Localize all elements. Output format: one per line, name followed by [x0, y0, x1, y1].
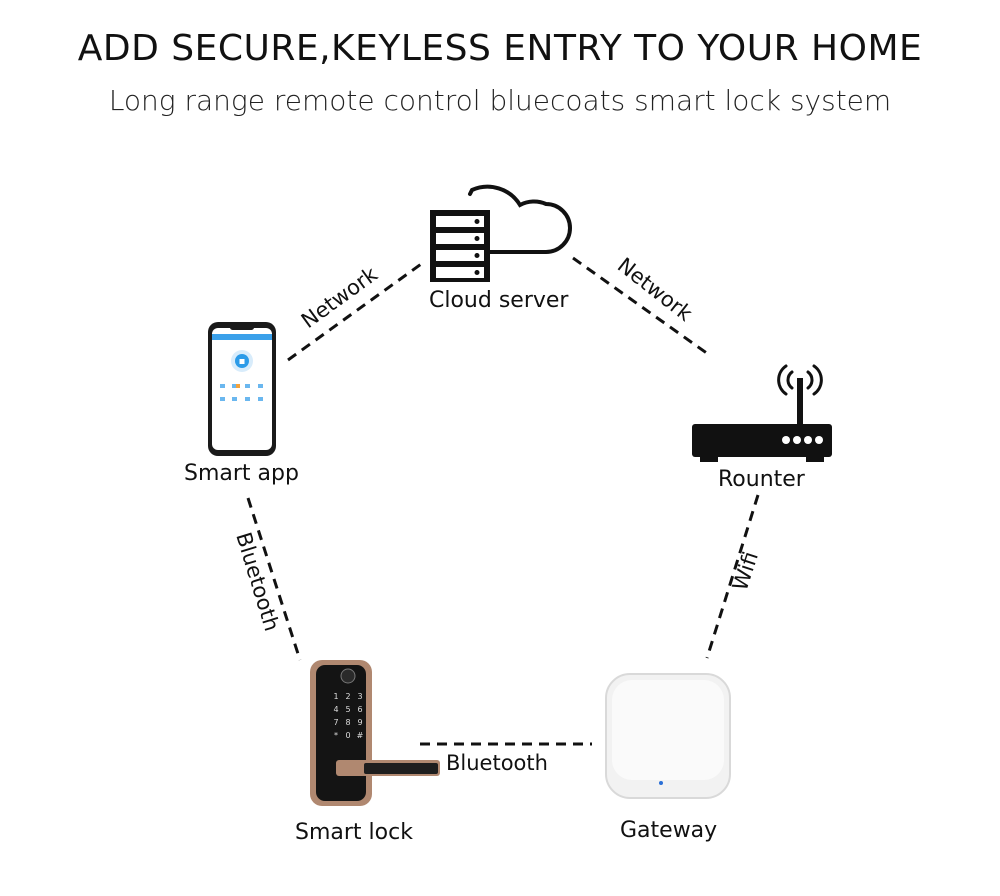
- link-label-lock-gateway: Bluetooth: [446, 751, 548, 775]
- svg-text:1: 1: [333, 692, 338, 701]
- link-app-cloud: [287, 260, 425, 362]
- svg-text:2: 2: [345, 692, 350, 701]
- link-router-gateway: [705, 494, 760, 659]
- svg-text:9: 9: [357, 718, 362, 727]
- link-cloud-router: [572, 256, 709, 356]
- svg-text:6: 6: [357, 705, 362, 714]
- svg-text:8: 8: [345, 718, 350, 727]
- gateway-icon: [605, 673, 731, 799]
- smartphone-icon: [208, 322, 276, 456]
- cloud-server-icon: [430, 184, 572, 282]
- label-cloud-server: Cloud server: [429, 288, 569, 313]
- label-router: Rounter: [718, 467, 805, 492]
- svg-text:#: #: [357, 731, 364, 740]
- router-icon: [692, 364, 832, 462]
- link-label-app-cloud: Network: [297, 262, 383, 333]
- link-app-lock: [246, 497, 302, 661]
- page-subtitle: Long range remote control bluecoats smar…: [108, 84, 892, 117]
- svg-text:5: 5: [345, 705, 350, 714]
- svg-text:0: 0: [345, 731, 350, 740]
- link-label-router-gateway: Wifi: [728, 549, 763, 594]
- page-title: ADD SECURE,KEYLESS ENTRY TO YOUR HOME: [77, 28, 923, 69]
- label-gateway: Gateway: [620, 818, 718, 843]
- svg-text:3: 3: [357, 692, 362, 701]
- svg-text:4: 4: [333, 705, 338, 714]
- label-smart-lock: Smart lock: [295, 820, 413, 845]
- label-smart-app: Smart app: [184, 461, 299, 486]
- svg-text:7: 7: [333, 718, 338, 727]
- svg-text:*: *: [334, 731, 338, 740]
- link-label-cloud-router: Network: [613, 253, 698, 326]
